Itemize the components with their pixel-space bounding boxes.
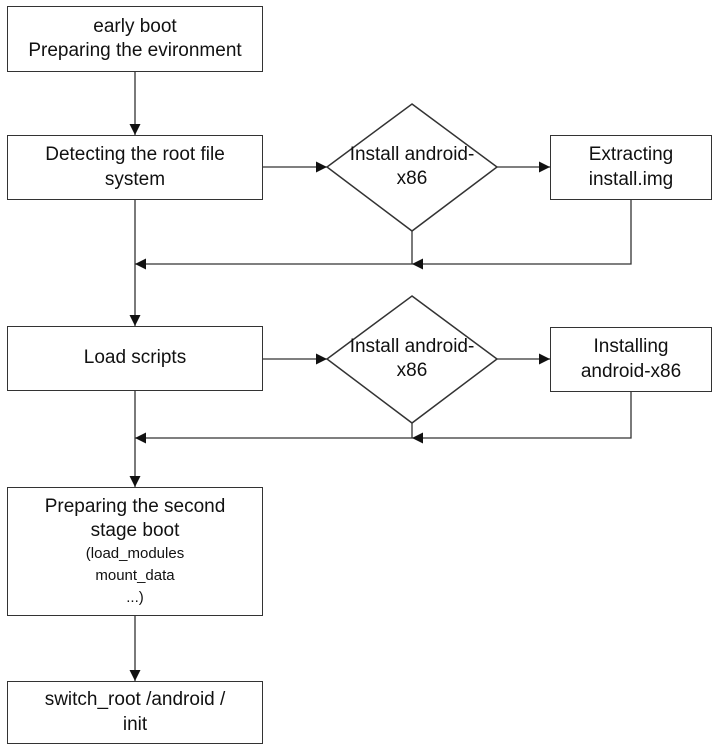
node-early-boot: early boot Preparing the evironment	[7, 6, 263, 72]
node-installing-line-2: android-x86	[580, 360, 682, 382]
node-switch-root-line-1: switch_root /android /	[44, 689, 226, 711]
node-second-stage-detail-3: ...)	[126, 588, 144, 606]
node-switch-root: switch_root /android / init	[7, 681, 263, 744]
decision-1-label-line-1: Install android-	[349, 144, 475, 165]
node-extract-line-1: Extracting	[588, 144, 674, 166]
decision-2-label: Install android- x86	[327, 335, 497, 384]
connector-extract-return	[412, 200, 632, 270]
node-early-boot-line-1: early boot	[93, 15, 177, 37]
node-second-stage-line-2: stage boot	[90, 519, 180, 541]
node-early-boot-line-2: Preparing the evironment	[28, 40, 242, 61]
connector-installing-return	[412, 392, 632, 444]
node-load-scripts: Load scripts	[7, 326, 263, 391]
node-detect-root-line-2: system	[104, 168, 166, 190]
node-switch-root-line-2: init	[122, 713, 148, 735]
decision-2-label-line-1: Install android-	[349, 336, 475, 357]
decision-1-label-line-2: x86	[396, 168, 428, 190]
node-detect-root: Detecting the root file system	[7, 135, 263, 200]
decision-2-label-line-2: x86	[396, 360, 428, 382]
node-detect-root-line-1: Detecting the root file	[45, 144, 225, 166]
decision-1-label: Install android- x86	[327, 143, 497, 192]
node-second-stage-detail-2: mount_data	[95, 566, 175, 584]
node-installing-line-1: Installing	[593, 336, 669, 358]
node-second-stage-line-1: Preparing the second	[44, 495, 226, 517]
node-extract: Extracting install.img	[550, 135, 712, 200]
node-load-scripts-line-1: Load scripts	[83, 347, 187, 369]
node-second-stage-detail-1: (load_modules	[85, 545, 185, 563]
node-installing: Installing android-x86	[550, 327, 712, 392]
node-extract-line-2: install.img	[588, 168, 674, 190]
node-second-stage: Preparing the second stage boot (load_mo…	[7, 487, 263, 616]
